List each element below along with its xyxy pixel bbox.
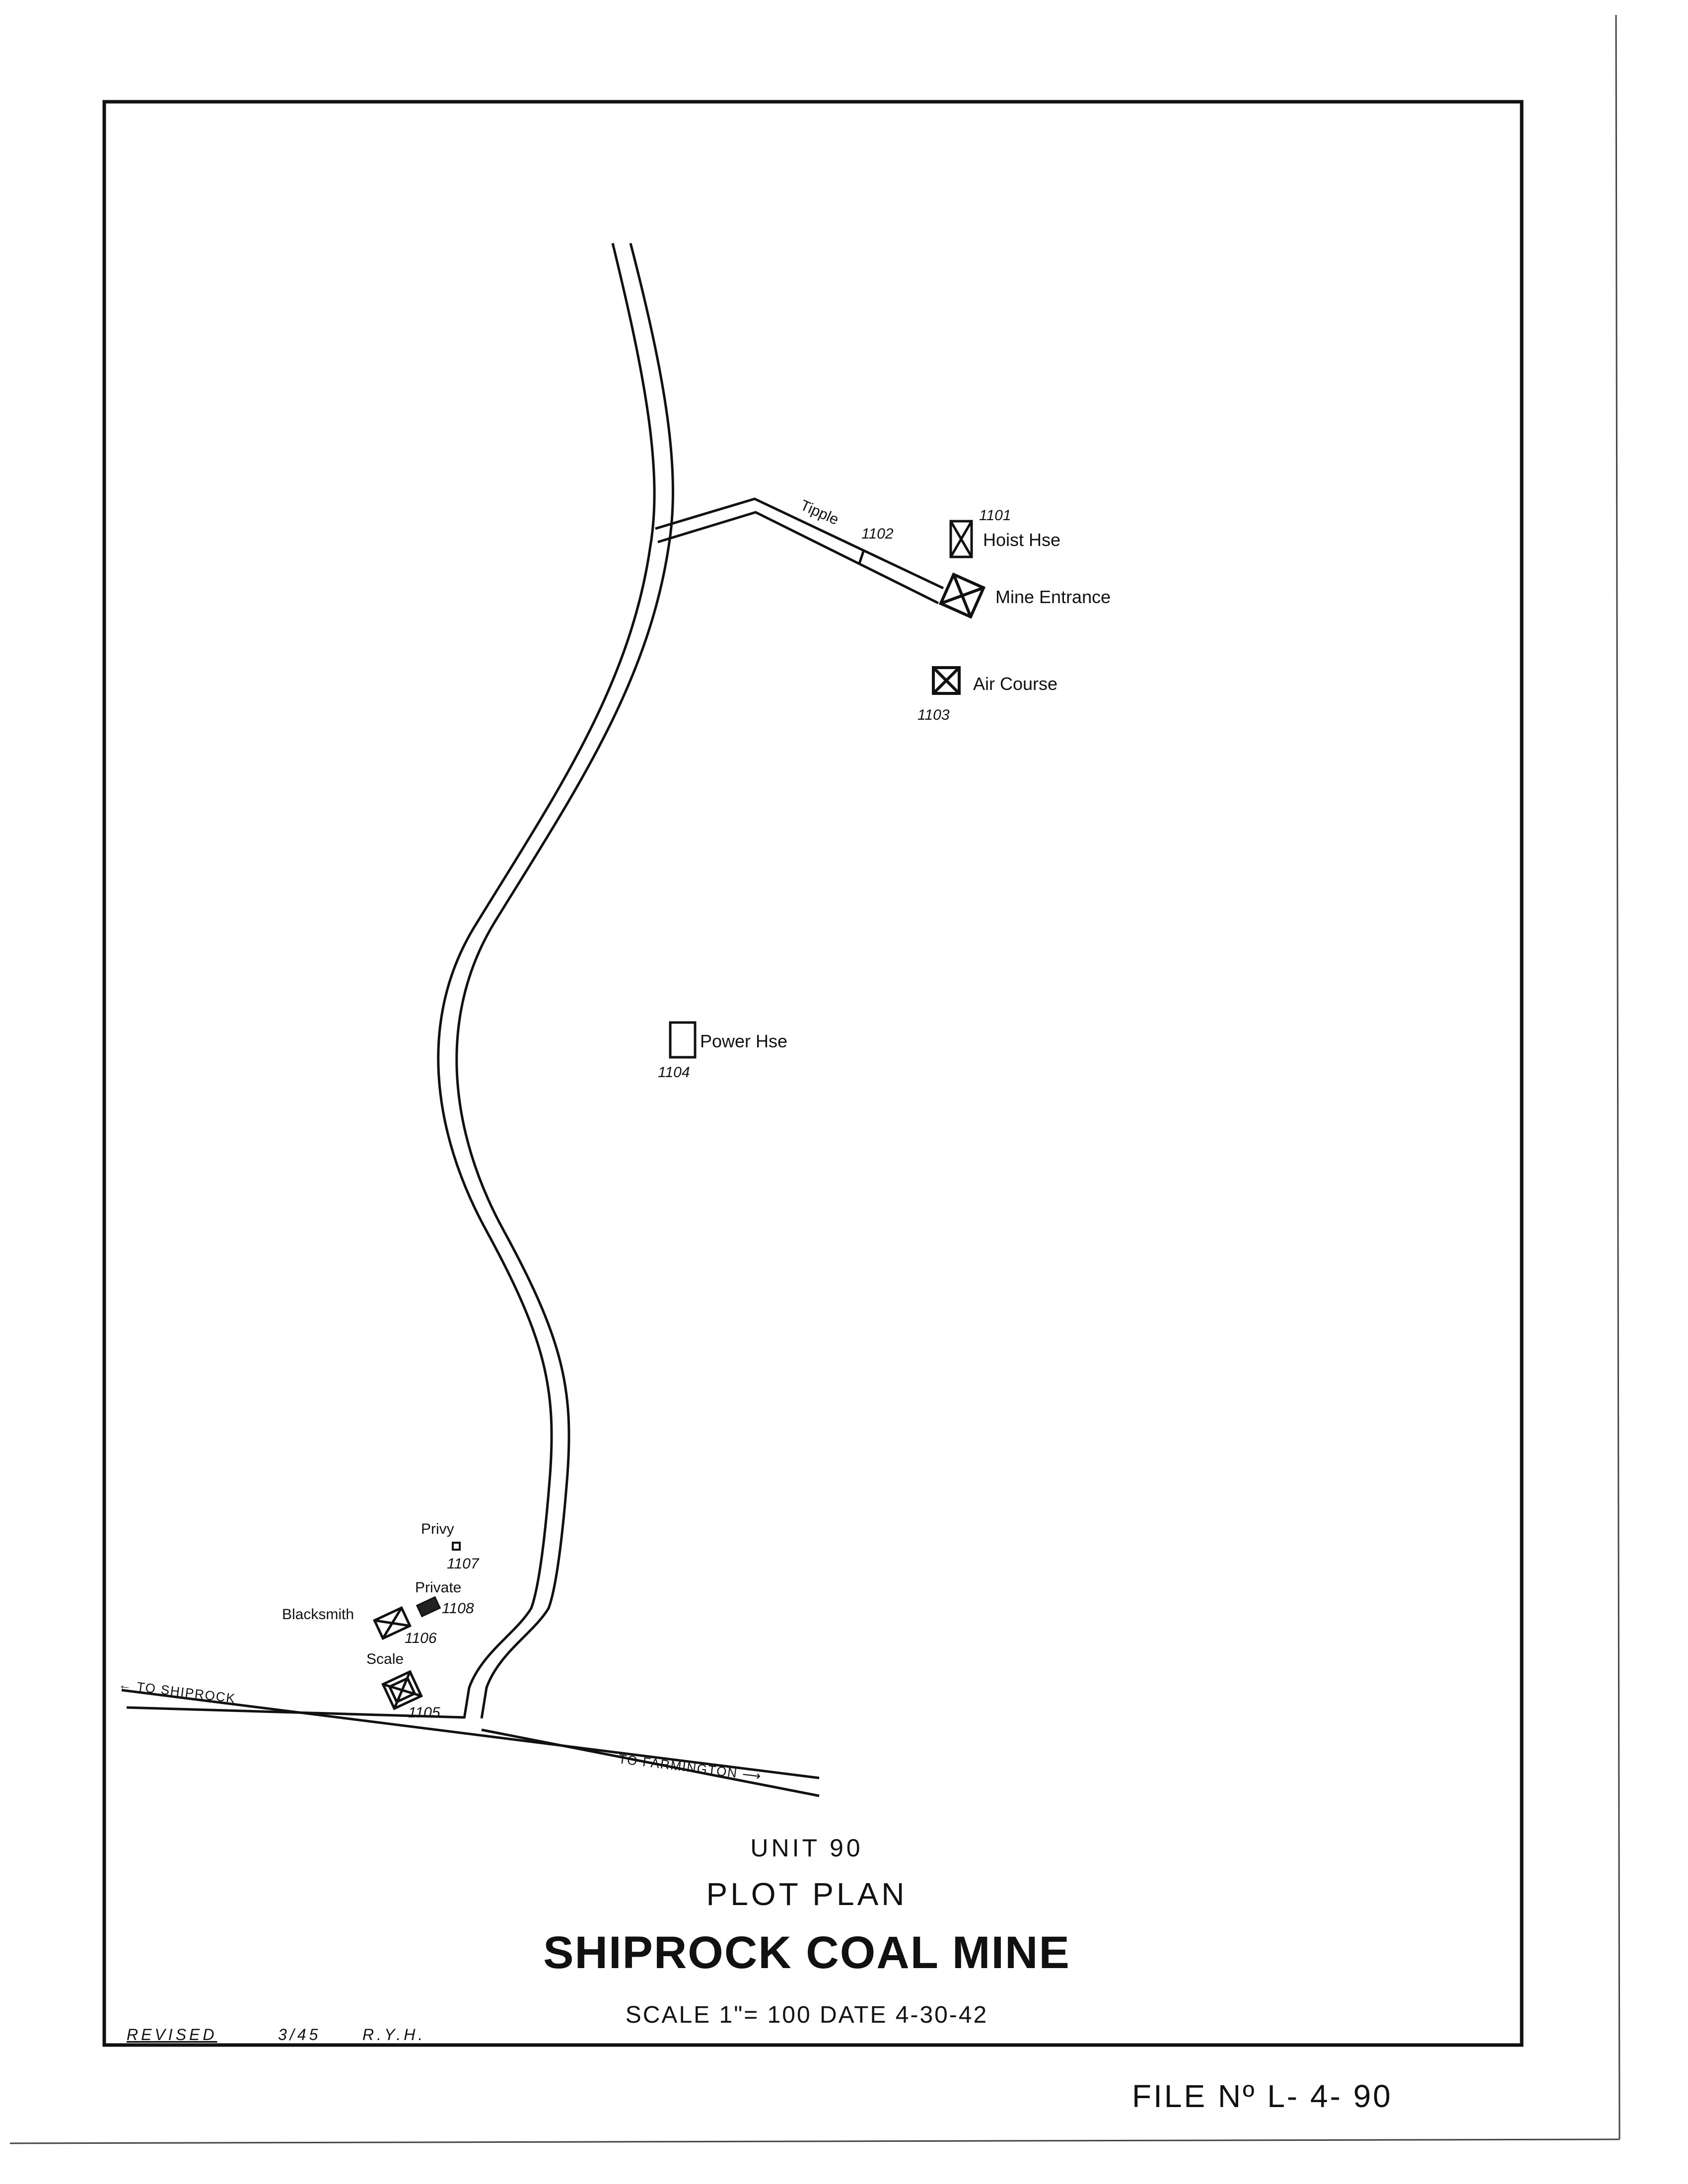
hoist-house-icon xyxy=(949,520,973,558)
plan-title: PLOT PLAN xyxy=(706,1876,908,1912)
power-house-number: 1104 xyxy=(658,1064,690,1081)
tipple-conveyor xyxy=(655,497,944,605)
sheet-trim-bottom xyxy=(9,2138,1620,2144)
privy-number: 1107 xyxy=(447,1556,480,1572)
scale-icon xyxy=(381,1670,423,1710)
hoist-house-number: 1101 xyxy=(979,507,1011,524)
private-number: 1108 xyxy=(442,1600,474,1617)
blacksmith-number: 1106 xyxy=(405,1630,437,1646)
scale-number: 1105 xyxy=(408,1705,440,1721)
revised-label: REVISED xyxy=(127,2026,217,2044)
blacksmith-label: Blacksmith xyxy=(282,1606,354,1623)
revised-date: 3/45 xyxy=(278,2026,321,2044)
power-house-icon xyxy=(669,1021,697,1059)
hoist-house-label: Hoist Hse xyxy=(983,530,1060,550)
air-course-icon xyxy=(932,666,961,695)
air-course-label: Air Course xyxy=(973,674,1057,694)
revised-by: R.Y.H. xyxy=(362,2026,425,2044)
mine-entrance-label: Mine Entrance xyxy=(995,587,1111,607)
haul-road xyxy=(437,243,674,1719)
privy-label: Privy xyxy=(421,1521,454,1537)
blacksmith-icon xyxy=(373,1606,412,1640)
private-icon xyxy=(416,1596,441,1618)
private-label: Private xyxy=(415,1579,461,1596)
mine-entrance-icon xyxy=(938,572,986,619)
scale-date-line: SCALE 1"= 100 DATE 4-30-42 xyxy=(626,2002,988,2028)
drawing-border xyxy=(102,100,1524,2047)
highway xyxy=(121,1689,820,1797)
sheet-trim-right xyxy=(1615,14,1620,2140)
file-number: FILE Nº L- 4- 90 xyxy=(1132,2078,1393,2114)
mine-name-title: SHIPROCK COAL MINE xyxy=(543,1927,1070,1978)
scale-label: Scale xyxy=(366,1651,404,1667)
air-course-number: 1103 xyxy=(917,707,950,723)
power-house-label: Power Hse xyxy=(700,1031,787,1051)
unit-number: UNIT 90 xyxy=(750,1834,863,1862)
tipple-number: 1102 xyxy=(861,526,894,542)
privy-icon xyxy=(452,1542,461,1551)
